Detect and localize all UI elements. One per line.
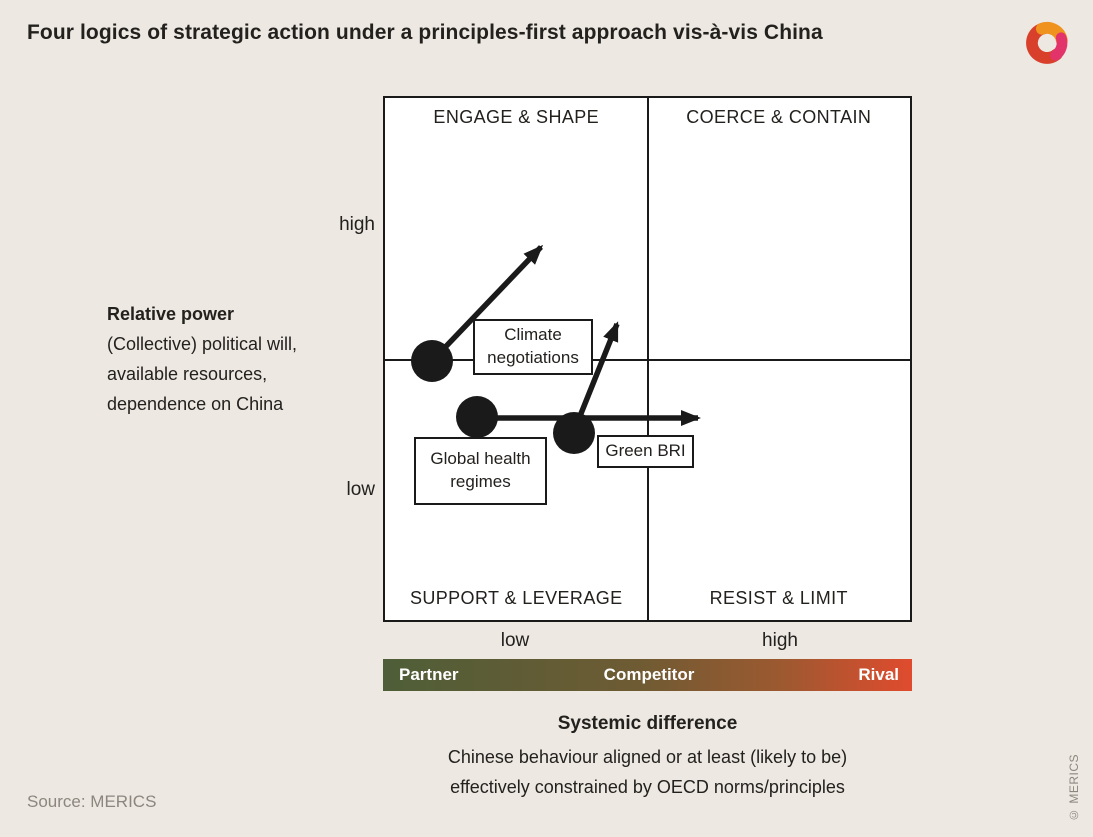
x-axis-title: Systemic difference: [557, 713, 738, 734]
point-global-health-regimes: [456, 396, 498, 438]
partner-rival-spectrum-bar: Partner Competitor Rival: [383, 659, 912, 691]
quadrant-support-leverage: SUPPORT & LEVERAGE: [409, 588, 623, 608]
label-global-health-regimes: Global health regimes: [414, 437, 547, 505]
y-tick-low: low: [346, 479, 375, 500]
quadrant-coerce-contain: COERCE & CONTAIN: [686, 107, 872, 127]
arrow-climate-trajectory: [430, 244, 544, 363]
quadrant-matrix: ENGAGE & SHAPE COERCE & CONTAIN SUPPORT …: [383, 96, 912, 622]
label-green-bri: Green BRI: [597, 435, 694, 468]
y-tick-high: high: [339, 214, 375, 235]
x-tick-low: low: [500, 630, 530, 651]
matrix-horizontal-divider: [385, 359, 910, 361]
copyright-note: © MERICS: [1067, 753, 1081, 822]
y-axis-caption: Relative power (Collective) political wi…: [107, 299, 377, 419]
quadrant-resist-limit: RESIST & LIMIT: [709, 588, 848, 608]
point-climate-negotiations: [411, 340, 453, 382]
diagram-overlay: [411, 244, 701, 454]
x-axis-desc-line: effectively constrained by OECD norms/pr…: [450, 777, 845, 797]
issue-points: [411, 340, 595, 454]
source-note: Source: MERICS: [27, 792, 157, 811]
quadrant-engage-shape: ENGAGE & SHAPE: [433, 107, 600, 127]
y-axis-desc-line: (Collective) political will,: [107, 334, 298, 354]
y-axis-desc-line: dependence on China: [107, 394, 284, 414]
x-axis-desc-line: Chinese behaviour aligned or at least (l…: [447, 747, 848, 767]
x-tick-high: high: [762, 630, 798, 651]
label-climate-negotiations: Climate negotiations: [473, 319, 593, 375]
merics-logo-icon: [1026, 22, 1068, 64]
page-title: Four logics of strategic action under a …: [27, 21, 823, 44]
point-green-bri: [553, 412, 595, 454]
spectrum-competitor-label: Competitor: [603, 665, 695, 684]
y-axis-title: Relative power: [107, 304, 235, 324]
arrow-green-bri-trajectory: [571, 321, 620, 433]
spectrum-partner-label: Partner: [399, 665, 459, 684]
spectrum-rival-label: Rival: [858, 665, 900, 684]
y-axis-desc-line: available resources,: [107, 364, 268, 384]
x-axis-caption: Systemic difference Chinese behaviour al…: [383, 709, 912, 802]
